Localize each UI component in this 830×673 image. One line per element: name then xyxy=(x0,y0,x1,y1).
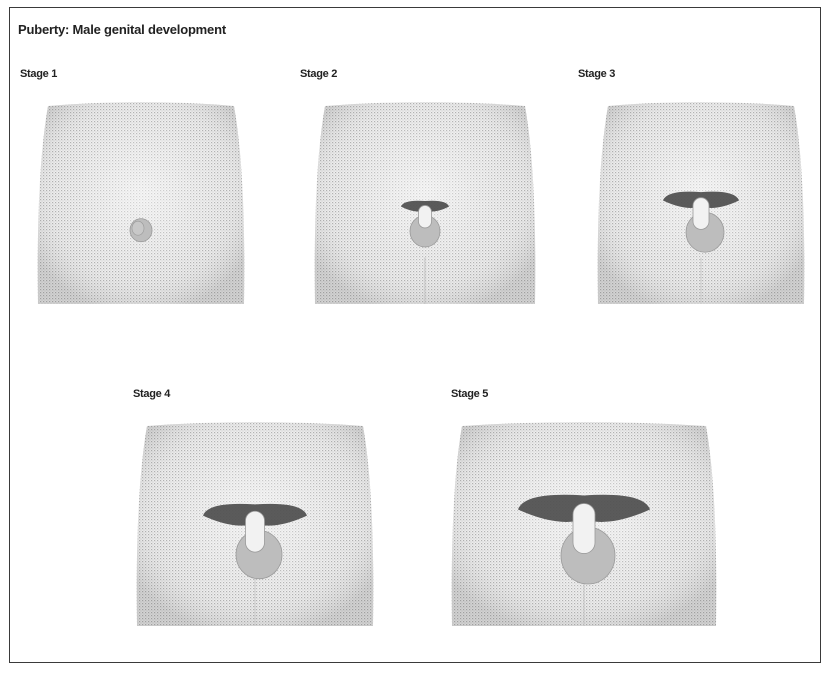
stage-1-label: Stage 1 xyxy=(20,68,57,80)
stage-5-illustration xyxy=(448,420,720,632)
penis xyxy=(419,205,432,228)
penis xyxy=(132,221,144,235)
stage-1-svg xyxy=(34,100,248,310)
stage-2-svg xyxy=(311,100,539,310)
stage-5-svg xyxy=(448,420,720,632)
stage-3-svg xyxy=(594,100,808,310)
stage-5-label: Stage 5 xyxy=(451,388,488,400)
stage-3-label: Stage 3 xyxy=(578,68,615,80)
penis xyxy=(693,198,709,230)
penis xyxy=(573,503,595,553)
stage-4-svg xyxy=(133,420,377,632)
stage-4-label: Stage 4 xyxy=(133,388,170,400)
stage-2-illustration xyxy=(311,100,539,310)
penis xyxy=(246,511,265,552)
stage-4-illustration xyxy=(133,420,377,632)
stage-3-illustration xyxy=(594,100,808,310)
page-title: Puberty: Male genital development xyxy=(18,22,226,37)
stage-1-illustration xyxy=(34,100,248,310)
stage-2-label: Stage 2 xyxy=(300,68,337,80)
